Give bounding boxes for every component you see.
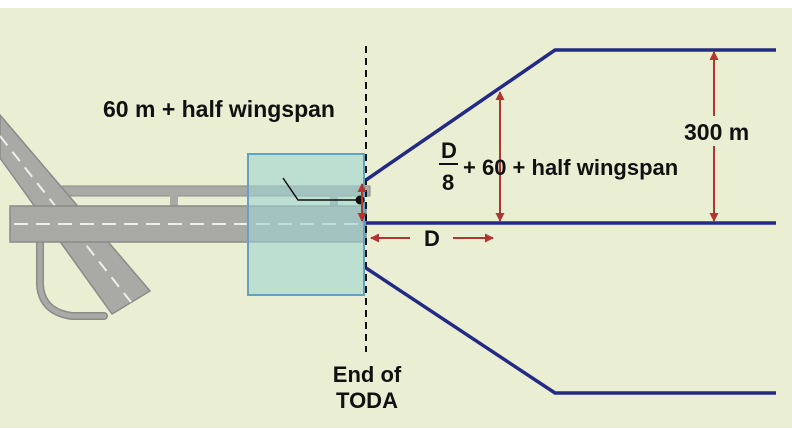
toda-label-line1: End of	[333, 362, 402, 387]
offset-leader-line	[282, 177, 360, 201]
upper-surface-edge	[365, 48, 776, 182]
leader-dot	[355, 195, 365, 205]
clearway-area	[247, 153, 365, 296]
distance-label: D	[424, 226, 440, 251]
fraction-denominator: 8	[442, 170, 454, 195]
takeoff-climb-surface	[365, 48, 776, 395]
lower-surface-edge	[365, 266, 776, 395]
offset-label: 60 m + half wingspan	[103, 96, 335, 122]
taxiway-connector	[170, 190, 178, 208]
toda-label-line2: TODA	[336, 388, 398, 413]
width-label: 300 m	[684, 119, 749, 145]
formula-rest: + 60 + half wingspan	[463, 155, 678, 180]
formula-label: D 8 + 60 + half wingspan	[439, 138, 678, 195]
fraction-numerator: D	[441, 138, 457, 163]
